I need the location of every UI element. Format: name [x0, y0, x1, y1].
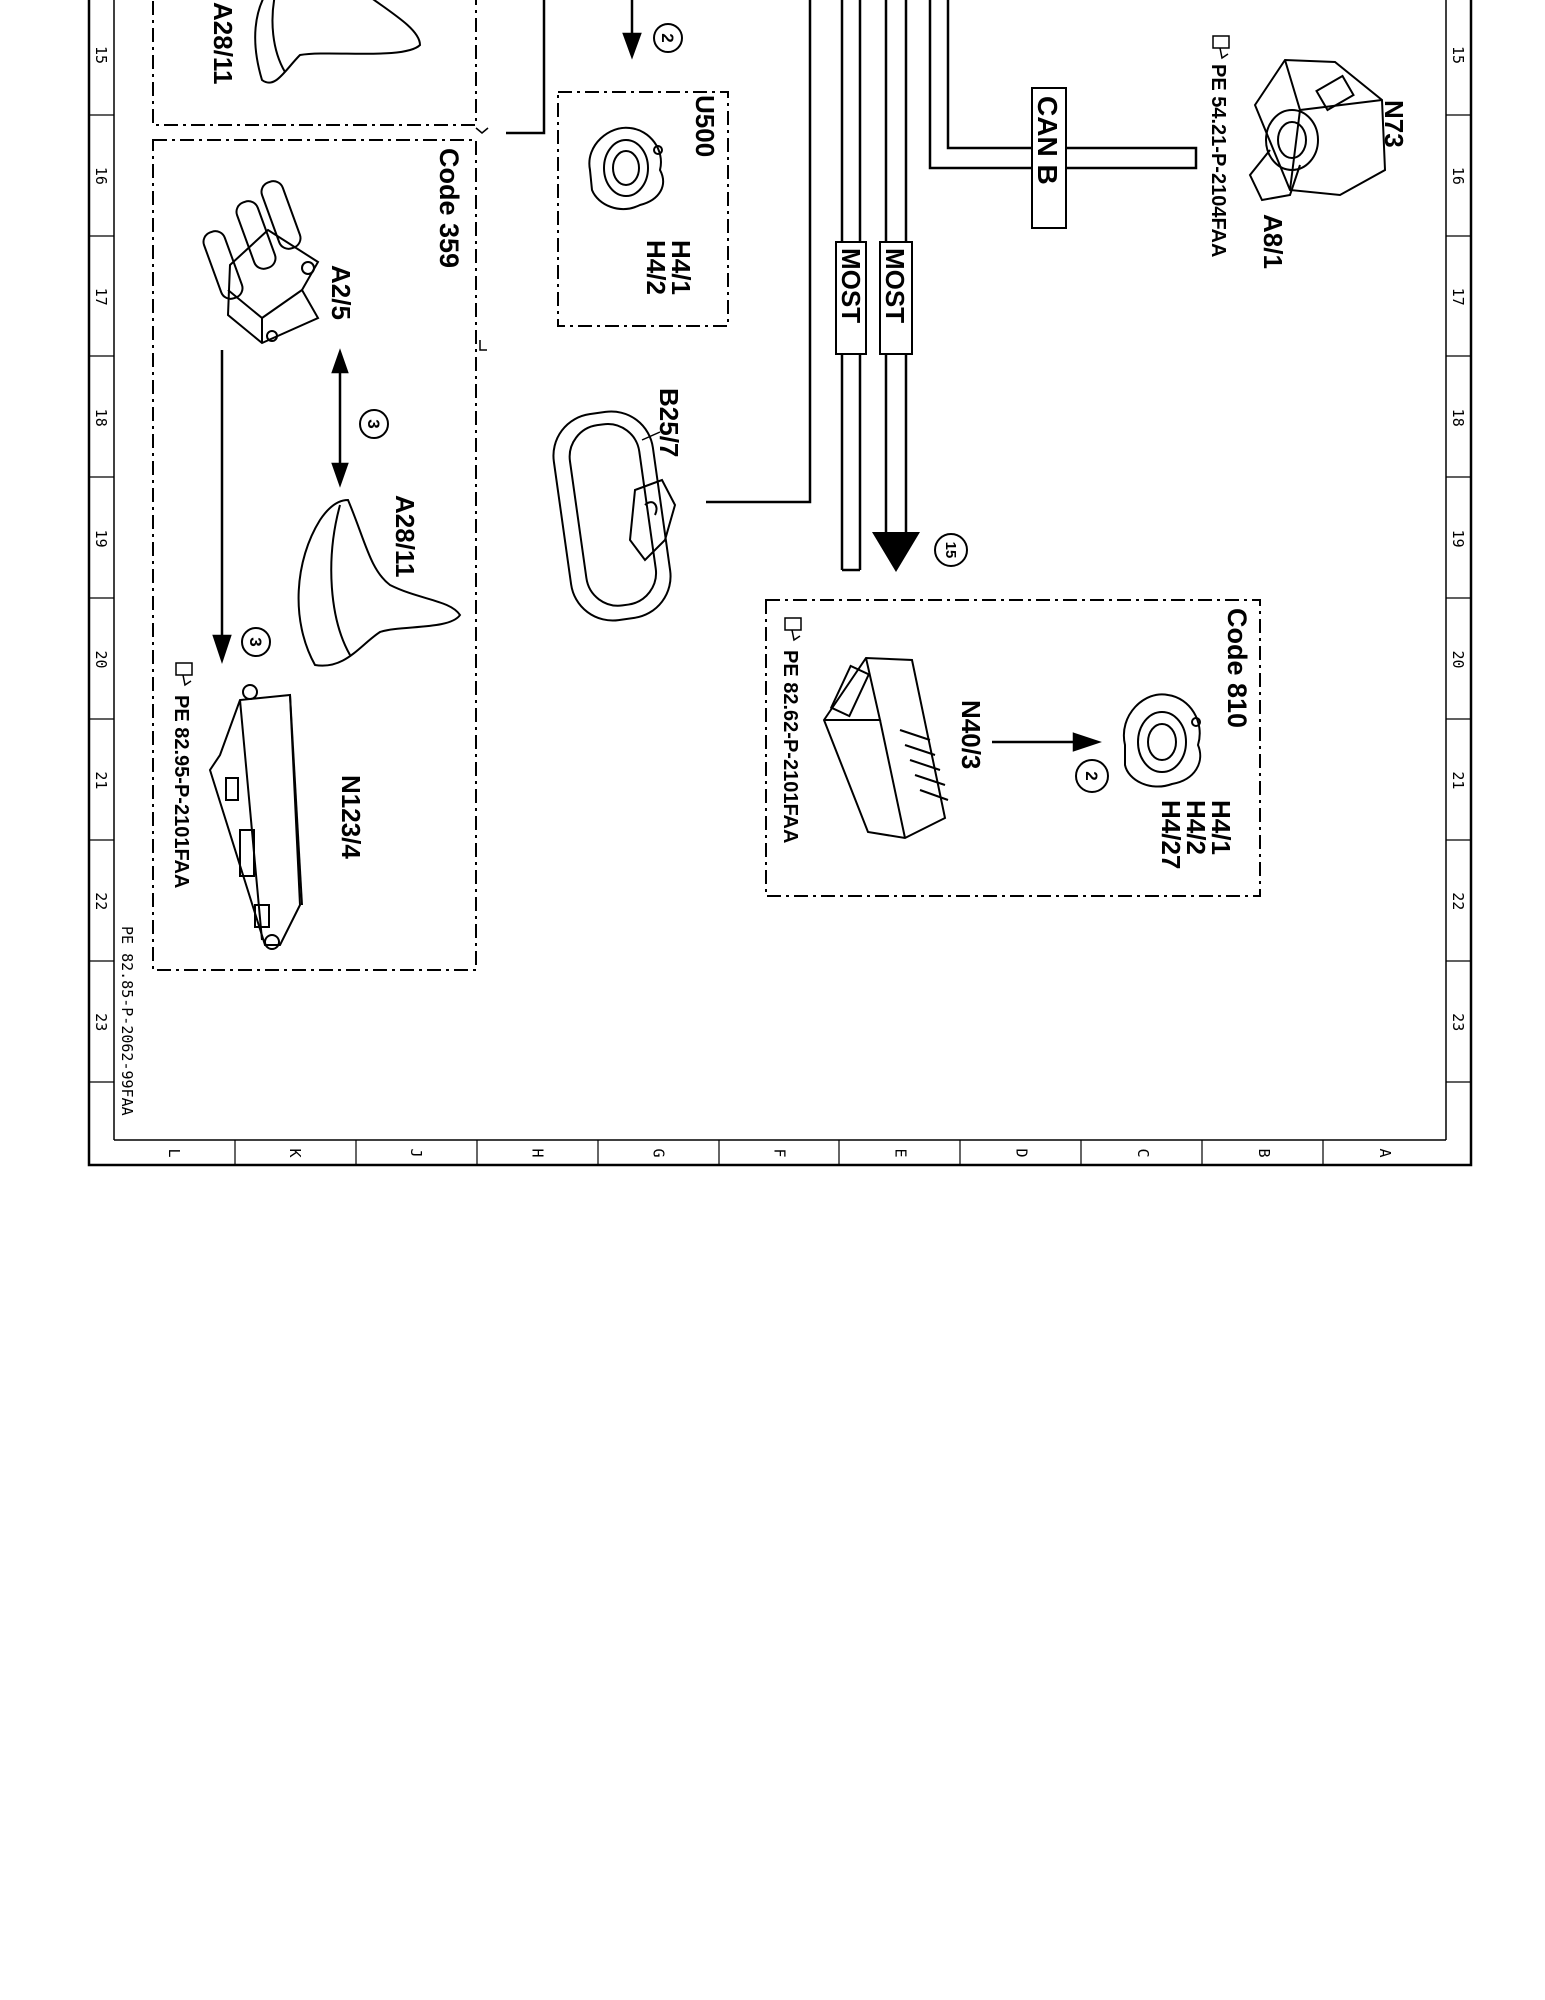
column-label: K — [286, 1148, 304, 1157]
a28-11-top-label: A28/11 — [208, 2, 238, 84]
marker-n123: 3 — [246, 637, 265, 646]
n123-4-label: N123/4 — [336, 775, 366, 859]
marker-a25-circle — [359, 409, 389, 439]
wire-code359 — [506, 0, 546, 135]
n73-reference-icon — [1212, 35, 1230, 60]
a2-5-label: A2/5 — [326, 265, 356, 320]
code-810-h4-27: H4/27 — [1156, 800, 1186, 869]
code-810-label: Code 810 — [1222, 608, 1252, 728]
code-810-h4-1: H4/1 — [1206, 800, 1236, 855]
n123-4-reference: PE 82.95-P-2101FAA — [170, 695, 192, 888]
column-label: B — [1255, 1148, 1273, 1157]
most-2-label-box — [879, 241, 913, 355]
b25-7-label: B25/7 — [654, 388, 684, 457]
marker-u500: 2 — [658, 33, 677, 42]
row-label: 16 — [92, 167, 110, 185]
row-label: 18 — [1449, 409, 1467, 427]
box-joint — [475, 127, 489, 134]
column-label: A — [1376, 1148, 1394, 1157]
n123-4-reference-icon — [175, 662, 193, 687]
code-359-box — [152, 0, 477, 971]
u500-h4-2: H4/2 — [641, 240, 671, 295]
marker-n123-circle — [241, 627, 271, 657]
code-810-box — [765, 599, 1261, 897]
b25-7-device — [552, 410, 677, 622]
double-arrow-a25-a28 — [331, 348, 349, 488]
code-810-speaker — [1122, 693, 1202, 788]
row-label: 15 — [1449, 46, 1467, 64]
a28-11-top-device — [254, 0, 422, 84]
row-label: 16 — [1449, 167, 1467, 185]
column-label: F — [771, 1148, 789, 1157]
brace-tick — [479, 340, 487, 351]
can-b-label: CAN B — [1032, 96, 1063, 185]
column-dividers — [234, 1140, 1324, 1165]
n40-3-reference: PE 82.62-P-2101FAA — [779, 650, 801, 843]
row-label: 17 — [1449, 288, 1467, 306]
marker-c810-circle — [1075, 759, 1109, 793]
a28-11-device — [297, 498, 462, 667]
column-label: G — [649, 1148, 667, 1157]
can-b-bus — [928, 0, 1198, 170]
most-1-label: MOST — [836, 248, 866, 323]
row-label: 21 — [1449, 771, 1467, 789]
marker-c810: 2 — [1082, 771, 1101, 780]
a28-11-label: A28/11 — [390, 495, 420, 577]
n73-reference: PE 54.21-P-2104FAA — [1207, 64, 1229, 257]
row-dividers — [89, 114, 1471, 1083]
marker-most-circle — [934, 533, 968, 567]
column-label: C — [1134, 1148, 1152, 1157]
u500-label: U500 — [690, 95, 720, 157]
row-label: 18 — [92, 409, 110, 427]
u500-speaker — [588, 126, 665, 210]
marker-a25: 3 — [364, 419, 383, 428]
row-labels-right: 15 16 17 18 19 20 21 22 23 — [1449, 46, 1467, 1031]
can-b-label-box — [1031, 87, 1067, 229]
outer-frame — [87, 0, 1473, 1167]
arrow-n40-3-to-speaker — [992, 732, 1102, 752]
arrow-to-u500 — [622, 0, 642, 60]
b25-7-leader — [641, 431, 661, 441]
n40-3-reference-icon — [784, 617, 802, 642]
document-reference: PE 82.85-P-2062-99FAA — [118, 926, 136, 1116]
code-359-label: Code 359 — [434, 148, 464, 268]
column-label: J — [407, 1148, 425, 1157]
column-label: D — [1013, 1148, 1031, 1157]
most-2-label: MOST — [880, 248, 910, 323]
wire-b25-7 — [706, 0, 812, 504]
row-label: 19 — [92, 530, 110, 548]
marker-u500-circle — [653, 23, 683, 53]
u500-h4-1: H4/1 — [666, 240, 696, 295]
row-label: 23 — [92, 1013, 110, 1031]
code-810-h4-2: H4/2 — [1181, 800, 1211, 855]
n40-3-label: N40/3 — [956, 700, 986, 769]
row-label: 21 — [92, 771, 110, 789]
row-label: 15 — [92, 46, 110, 64]
row-label: 17 — [92, 288, 110, 306]
row-label: 22 — [92, 892, 110, 910]
a2-5-device — [202, 180, 320, 345]
row-label: 22 — [1449, 892, 1467, 910]
row-label: 19 — [1449, 530, 1467, 548]
a8-1-label: A8/1 — [1258, 214, 1288, 269]
marker-most: 15 — [942, 542, 959, 559]
row-label: 23 — [1449, 1013, 1467, 1031]
row-labels-left: 15 16 17 18 19 20 21 22 23 — [92, 46, 110, 1031]
arrow-to-n123-4 — [212, 350, 232, 664]
n73-label: N73 — [1379, 100, 1409, 148]
n73-device — [1248, 58, 1387, 202]
row-label: 20 — [92, 650, 110, 668]
row-label: 20 — [1449, 650, 1467, 668]
column-label: H — [528, 1148, 546, 1157]
column-label: E — [892, 1148, 910, 1157]
most-1-label-box — [835, 241, 867, 355]
n123-4-device — [208, 684, 303, 950]
u500-box — [557, 91, 729, 327]
column-label: L — [165, 1148, 183, 1157]
n40-3-device — [822, 656, 949, 840]
most-2-arrowhead — [872, 532, 920, 572]
